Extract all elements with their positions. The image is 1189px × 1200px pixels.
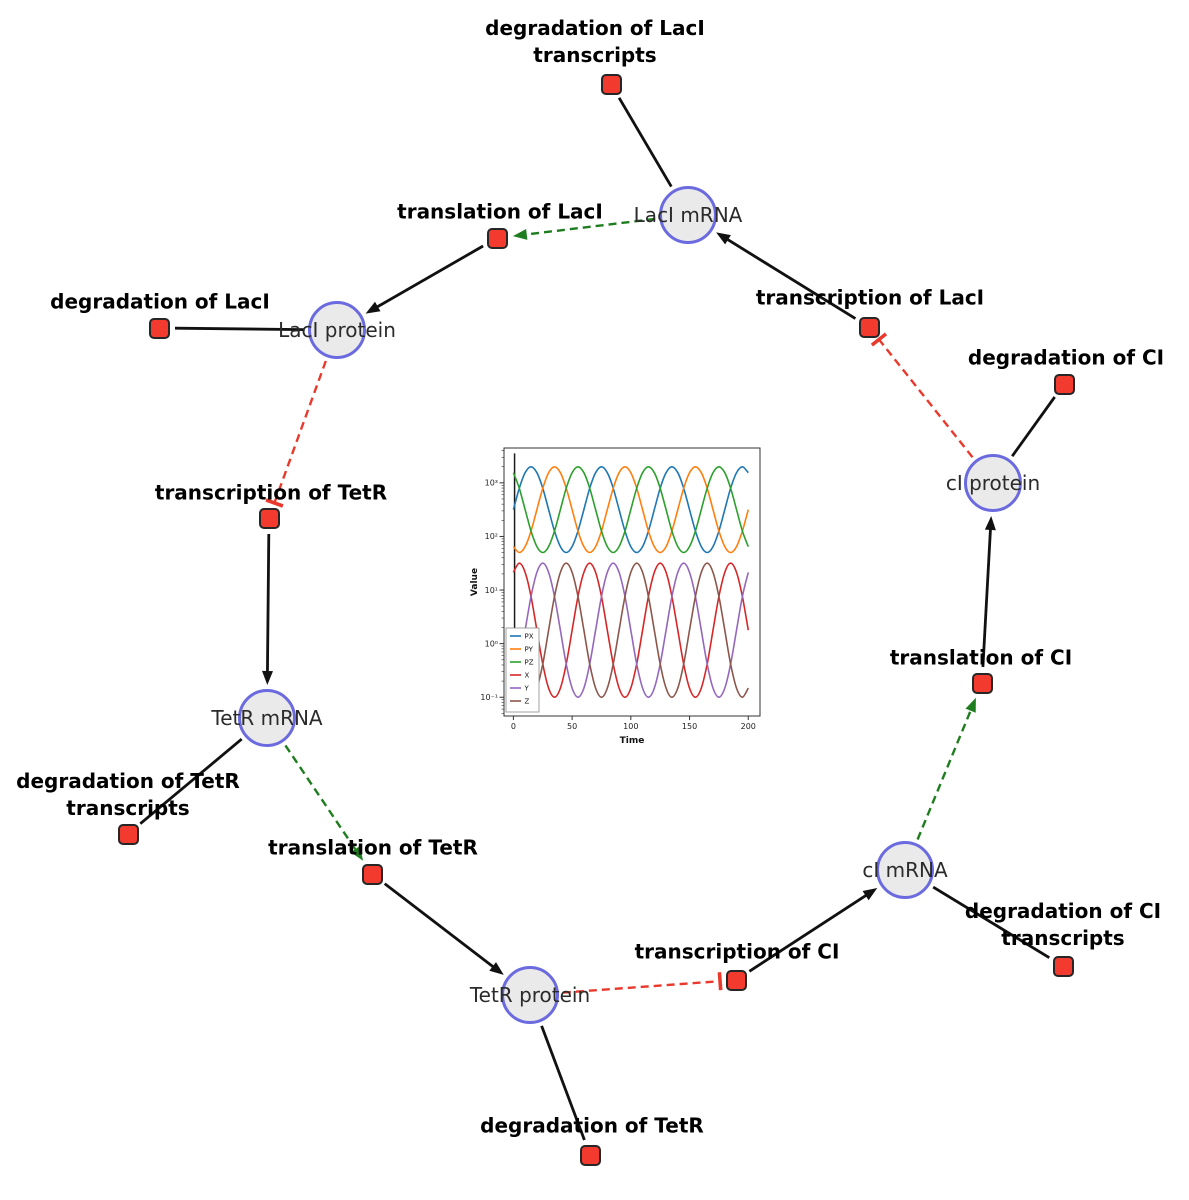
reaction-node-txn_ci[interactable] [725, 969, 747, 991]
arrowhead-icon [512, 229, 528, 240]
y-tick-label: 10¹ [485, 586, 498, 595]
edge-modifier-ci_mrna-transl_ci [916, 705, 974, 840]
species-label-laci_mrna: LacI mRNA [633, 203, 743, 227]
y-tick-label: 10² [485, 532, 498, 541]
inhibition-tee-icon [870, 332, 888, 347]
reaction-node-deg_laci[interactable] [148, 317, 170, 339]
edge-consumption-ci_mrna-deg_ci_tx [932, 885, 1051, 959]
arrowhead-icon [862, 888, 878, 901]
y-tick-label: 10⁰ [485, 639, 498, 648]
edge-inhibition-tetr_protein-txn_ci [562, 980, 721, 994]
species-label-tetr_protein: TetR protein [469, 983, 591, 1007]
reaction-node-transl_ci[interactable] [971, 672, 993, 694]
arrowhead-icon [965, 697, 976, 713]
edge-production-transl_laci-laci_protein [372, 244, 484, 311]
reaction-node-deg_tetr_tx[interactable] [117, 823, 139, 845]
y-tick-label: 10³ [485, 479, 498, 488]
edge-consumption-laci_protein-deg_laci [174, 326, 305, 331]
legend-label-X: X [525, 672, 530, 680]
arrowhead-icon [350, 846, 364, 861]
reaction-node-deg_ci[interactable] [1053, 373, 1075, 395]
legend-label-PZ: PZ [525, 659, 534, 667]
x-axis-title: Time [620, 736, 645, 746]
edge-consumption-laci_mrna-deg_laci_tx [617, 97, 673, 188]
arrowhead-icon [984, 516, 996, 531]
series-line-PX [512, 466, 749, 554]
y-tick-label: 10⁻¹ [480, 693, 498, 702]
species-node-ci_protein[interactable]: cI protein [946, 454, 1040, 512]
arrowhead-icon [262, 670, 273, 685]
arrowhead-icon [716, 232, 731, 245]
species-label-ci_mrna: cI mRNA [862, 858, 948, 882]
series-line-X [512, 562, 750, 698]
reaction-node-deg_tetr[interactable] [579, 1144, 601, 1166]
series-line-Y [512, 562, 750, 698]
edge-modifier-laci_mrna-transl_laci [521, 217, 656, 237]
species-node-laci_protein[interactable]: LacI protein [278, 301, 396, 359]
arrowhead-icon [489, 962, 504, 975]
reaction-node-txn_laci[interactable] [858, 316, 880, 338]
chart-legend: PX PY PZ XYZ [505, 627, 540, 713]
legend-label-PX: PX [525, 633, 534, 641]
edge-consumption-tetr_mrna-deg_tetr_tx [139, 738, 243, 825]
edge-production-txn_ci-ci_mrna [748, 891, 871, 973]
x-tick-label: 0 [511, 722, 516, 731]
species-node-laci_mrna[interactable]: LacI mRNA [634, 186, 742, 244]
species-label-ci_protein: cI protein [945, 471, 1041, 495]
reaction-node-transl_laci[interactable] [486, 227, 508, 249]
plot-frame [503, 447, 761, 717]
species-label-laci_protein: LacI protein [278, 318, 396, 342]
edge-inhibition-ci_protein-txn_laci [878, 338, 974, 458]
edge-production-transl_tetr-tetr_protein [383, 882, 498, 971]
edge-production-txn_tetr-tetr_mrna [266, 533, 271, 677]
edge-consumption-ci_protein-deg_ci [1011, 396, 1056, 458]
reaction-node-txn_tetr[interactable] [258, 507, 280, 529]
edge-production-transl_ci-ci_protein [981, 524, 993, 668]
x-tick-label: 100 [623, 722, 638, 731]
edge-consumption-tetr_protein-deg_tetr [540, 1025, 586, 1141]
series-line-PZ [512, 466, 750, 554]
edge-modifier-tetr_mrna-transl_tetr [284, 744, 359, 854]
y-axis-title: Value [470, 568, 480, 596]
species-node-tetr_protein[interactable]: TetR protein [470, 966, 590, 1024]
species-node-ci_mrna[interactable]: cI mRNA [862, 841, 948, 899]
series-line-Z [512, 562, 749, 698]
species-node-tetr_mrna[interactable]: TetR mRNA [211, 689, 323, 747]
legend-label-Z: Z [525, 698, 530, 706]
inhibition-tee-icon [717, 972, 723, 991]
edge-inhibition-laci_protein-txn_tetr [273, 360, 327, 504]
inhibition-tee-icon [265, 498, 284, 508]
legend-label-Y: Y [524, 685, 530, 693]
species-label-tetr_mrna: TetR mRNA [211, 706, 323, 730]
x-tick-label: 50 [567, 722, 577, 731]
edge-production-txn_laci-laci_mrna [722, 235, 857, 320]
x-tick-label: 150 [682, 722, 697, 731]
arrowhead-icon [365, 301, 381, 314]
x-tick-label: 200 [741, 722, 756, 731]
reaction-node-transl_tetr[interactable] [361, 863, 383, 885]
legend-box [505, 627, 540, 713]
reaction-node-deg_ci_tx[interactable] [1052, 955, 1074, 977]
legend-label-PY: PY [525, 646, 534, 654]
series-line-PY [512, 466, 750, 554]
reaction-node-deg_laci_tx[interactable] [600, 73, 622, 95]
